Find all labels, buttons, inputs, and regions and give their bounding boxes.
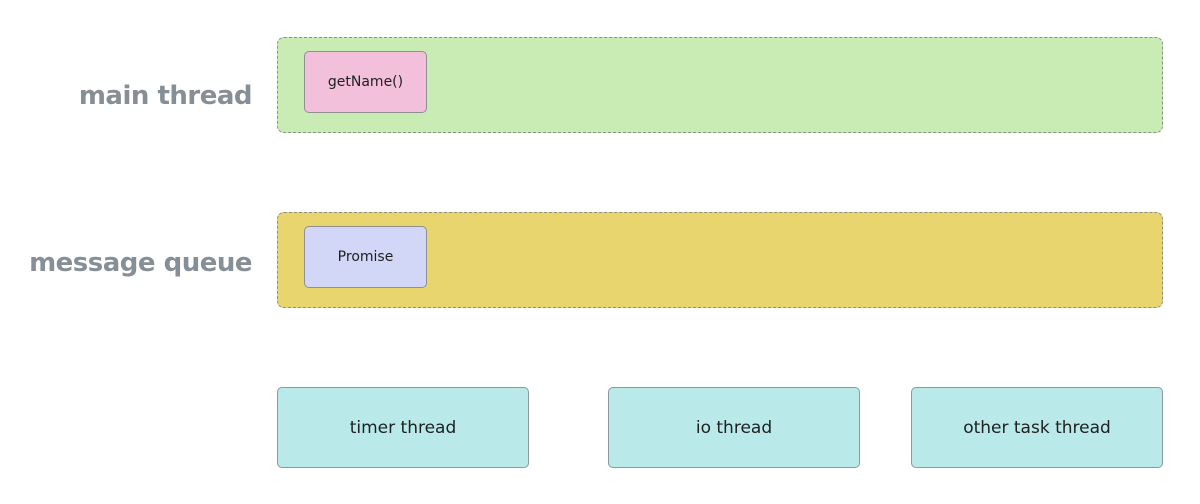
message-queue-label: message queue (29, 248, 252, 278)
io-thread-box: io thread (608, 387, 860, 468)
task-promise: Promise (304, 226, 427, 288)
task-getname: getName() (304, 51, 427, 113)
other-task-thread-box: other task thread (911, 387, 1163, 468)
main-thread-label: main thread (78, 81, 253, 111)
message-queue-lane: Promise (277, 212, 1163, 308)
main-thread-lane: getName() (277, 37, 1163, 133)
timer-thread-box: timer thread (277, 387, 529, 468)
